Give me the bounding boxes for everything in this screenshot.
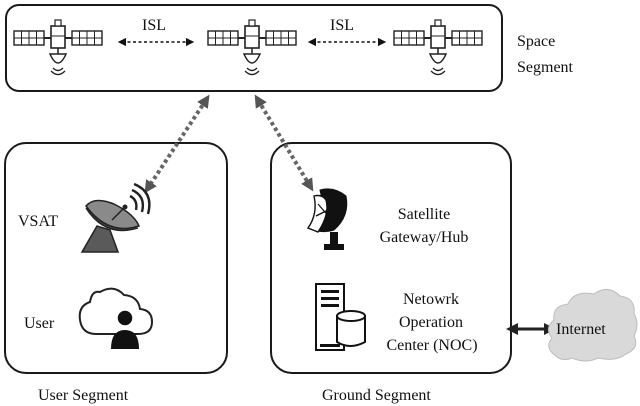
user-segment-box [4,142,228,374]
noc-label-line2: Operation [399,314,463,331]
user-label: User [24,315,55,332]
vsat-label: VSAT [18,213,59,230]
internet-label: Internet [556,321,606,338]
isl-label-left: ISL [142,17,166,34]
vsat-dish-icon [80,182,151,253]
satellite-left-icon [13,19,103,76]
space-segment-box [5,4,503,92]
user-cloud-icon [78,287,154,349]
noc-label-line1: Netowrk [403,291,459,308]
noc-label-line3: Center (NOC) [386,337,478,354]
gateway-dish-icon [306,188,348,250]
noc-server-icon [315,283,366,351]
gateway-label-line1: Satellite [397,206,451,223]
isl-label-right: ISL [330,17,354,34]
link-space-gateway [254,94,314,192]
internet-cloud-icon [548,289,638,362]
link-space-user [144,94,210,194]
gateway-label-line2: Gateway/Hub [379,229,469,246]
user-segment-title: User Segment [38,387,129,404]
space-segment-title-line1: Space [517,33,556,50]
satellite-center-icon [207,19,297,76]
space-segment-title-line2: Segment [517,59,573,76]
ground-segment-title: Ground Segment [322,387,431,404]
satellite-right-icon [393,19,483,76]
ground-segment-box [270,142,512,374]
